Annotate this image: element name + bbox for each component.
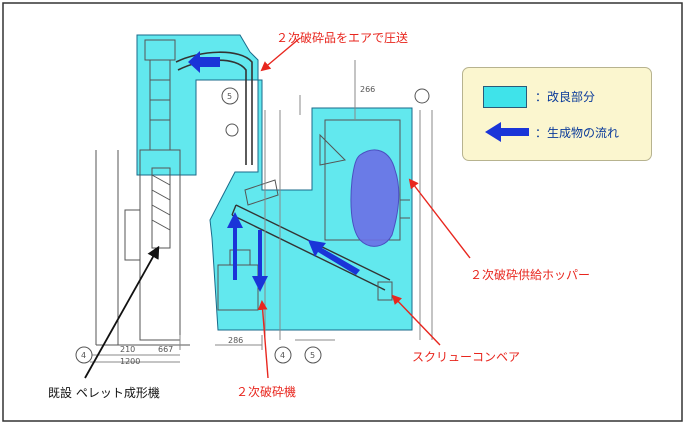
callout-screw xyxy=(391,294,441,346)
circle-num-4: 4 xyxy=(280,351,285,360)
callout-hopper xyxy=(408,178,471,259)
dim-286: 286 xyxy=(228,336,243,345)
upper-ribs xyxy=(150,79,170,121)
ref-circle-small xyxy=(225,123,239,137)
ref-circle-4-left xyxy=(75,346,93,364)
legend-flow-label: ：生成物の流れ xyxy=(535,126,620,140)
upper-column xyxy=(149,59,171,151)
flow-arrow-left-top xyxy=(188,51,220,73)
legend-improved-label: ：改良部分 xyxy=(535,90,596,104)
improved-area xyxy=(136,34,413,331)
dim-667: 667 xyxy=(158,345,173,354)
flow-arrows xyxy=(188,51,360,292)
legend-box: ：改良部分 ：生成物の流れ xyxy=(462,67,652,161)
dim-266: 266 xyxy=(360,85,375,94)
hopper-body xyxy=(324,119,401,241)
crusher-inlet xyxy=(229,249,251,266)
ref-circle-4 xyxy=(274,346,292,364)
flow-arrow-up xyxy=(227,212,243,280)
bottom-dim-lines xyxy=(90,354,180,363)
label-existing-machine: 既設 ペレット成形機 xyxy=(48,386,160,400)
flow-arrow-diagonal xyxy=(308,240,360,275)
dimension-guides xyxy=(264,60,433,340)
label-hopper: ２次破砕供給ホッパー xyxy=(470,268,591,282)
callout-existing xyxy=(84,245,160,379)
label-screw-conveyor: スクリューコンベア xyxy=(412,350,521,364)
air-duct-inner xyxy=(177,59,247,165)
pellet-side-box xyxy=(124,209,141,261)
label-crusher: ２次破砕機 xyxy=(236,385,297,399)
hopper-tabs xyxy=(400,199,410,219)
callout-air-transfer xyxy=(260,37,301,72)
pellet-hatch xyxy=(151,174,171,231)
improved-region-path xyxy=(136,34,413,331)
hopper-blob xyxy=(350,149,400,247)
legend-swatch-improved xyxy=(483,86,527,108)
conveyor-tail xyxy=(377,281,393,301)
circle-num-4-left: 4 xyxy=(81,351,86,360)
dim-210: 210 xyxy=(120,345,135,354)
pellet-machine-core xyxy=(151,167,171,249)
reference-circles xyxy=(75,87,430,364)
ref-circle-right xyxy=(414,88,430,104)
hopper-chute xyxy=(319,133,347,166)
pellet-frame xyxy=(95,150,190,346)
label-air-transfer: ２次破砕品をエアで圧送 xyxy=(276,31,409,45)
ref-circle-5b xyxy=(304,346,322,364)
bottom-guides xyxy=(179,335,335,350)
callout-arrows xyxy=(84,37,471,379)
air-duct xyxy=(175,51,253,165)
pellet-machine-body xyxy=(139,149,181,341)
machine-lines xyxy=(90,39,433,363)
dimension-text: 210 667 1200 286 266 5 4 4 5 xyxy=(81,85,375,366)
circle-num-5: 5 xyxy=(227,92,232,101)
circle-num-5b: 5 xyxy=(310,351,315,360)
callout-crusher xyxy=(257,300,269,379)
dim-1200: 1200 xyxy=(120,357,140,366)
flow-arrow-down xyxy=(252,230,268,292)
ref-circle-5 xyxy=(221,87,239,105)
legend-flow-arrow-icon xyxy=(485,122,529,142)
